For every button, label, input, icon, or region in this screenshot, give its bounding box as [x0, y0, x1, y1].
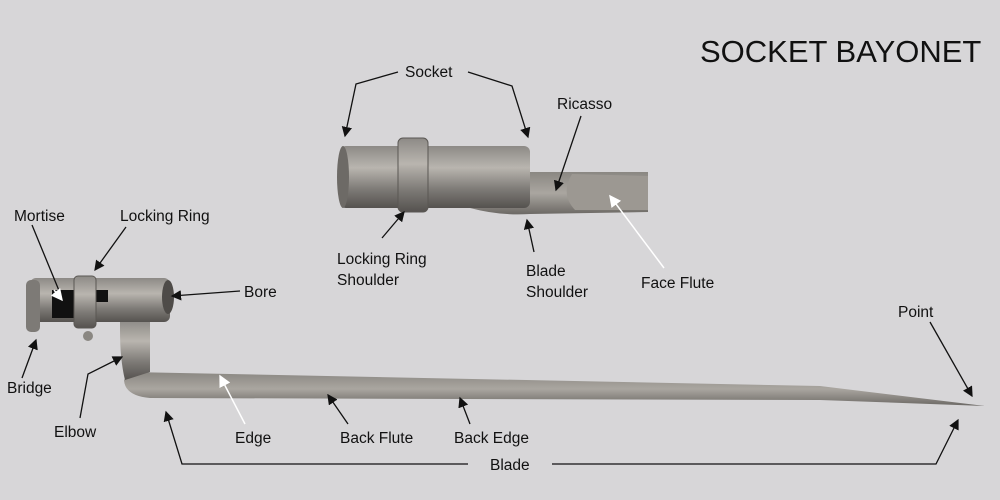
label-point: Point: [898, 304, 934, 321]
label-blade: Blade: [490, 457, 530, 474]
label-locking-ring: Locking Ring: [120, 208, 210, 225]
label-face-flute: Face Flute: [641, 275, 714, 292]
label-blade-shoulder: Blade: [526, 263, 566, 280]
label-locking-ring-shoulder-line2: Shoulder: [337, 272, 399, 289]
label-elbow: Elbow: [54, 424, 97, 441]
label-bore: Bore: [244, 284, 277, 301]
label-socket: Socket: [405, 64, 453, 81]
label-back-edge: Back Edge: [454, 430, 529, 447]
label-blade-shoulder-line2: Shoulder: [526, 284, 588, 301]
socket-closeup-image: [337, 137, 648, 215]
label-locking-ring-shoulder: Locking Ring: [337, 251, 427, 268]
callout-arrows: [21, 71, 973, 465]
label-back-flute: Back Flute: [340, 430, 413, 447]
label-edge: Edge: [235, 430, 271, 447]
label-ricasso: Ricasso: [557, 96, 612, 113]
diagram-title: SOCKET BAYONET: [700, 34, 981, 69]
label-bridge: Bridge: [7, 380, 52, 397]
label-mortise: Mortise: [14, 208, 65, 225]
bayonet-image: [26, 275, 985, 406]
